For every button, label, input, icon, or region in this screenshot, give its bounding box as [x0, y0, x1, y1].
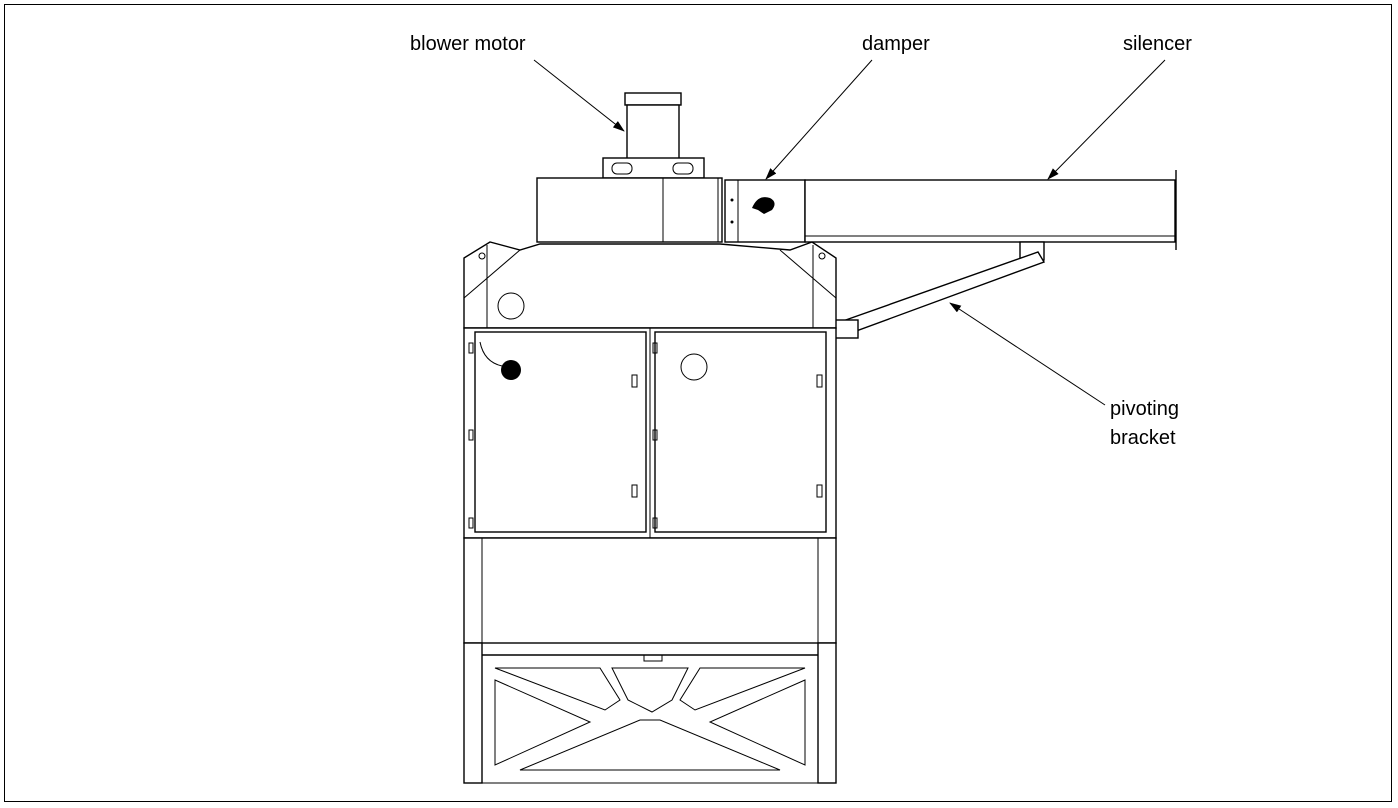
blower-motor — [602, 92, 705, 179]
damper — [724, 179, 806, 243]
base-stand — [463, 537, 837, 784]
pivoting-bracket — [831, 241, 1046, 339]
cabinet-doors — [463, 327, 837, 539]
figure-border — [4, 4, 1392, 802]
blower-housing — [536, 177, 723, 243]
label-damper: damper — [862, 33, 930, 55]
label-bracket: bracket — [1110, 427, 1176, 449]
hood — [463, 241, 837, 329]
label-pivoting: pivoting — [1110, 398, 1179, 420]
label-silencer: silencer — [1123, 33, 1192, 55]
leader-pivoting-bracket — [949, 302, 1106, 406]
silencer — [804, 170, 1177, 250]
label-blower-motor: blower motor — [410, 33, 526, 55]
leader-silencer — [1047, 59, 1166, 180]
leader-damper — [765, 59, 873, 180]
leader-blower-motor — [533, 59, 625, 132]
